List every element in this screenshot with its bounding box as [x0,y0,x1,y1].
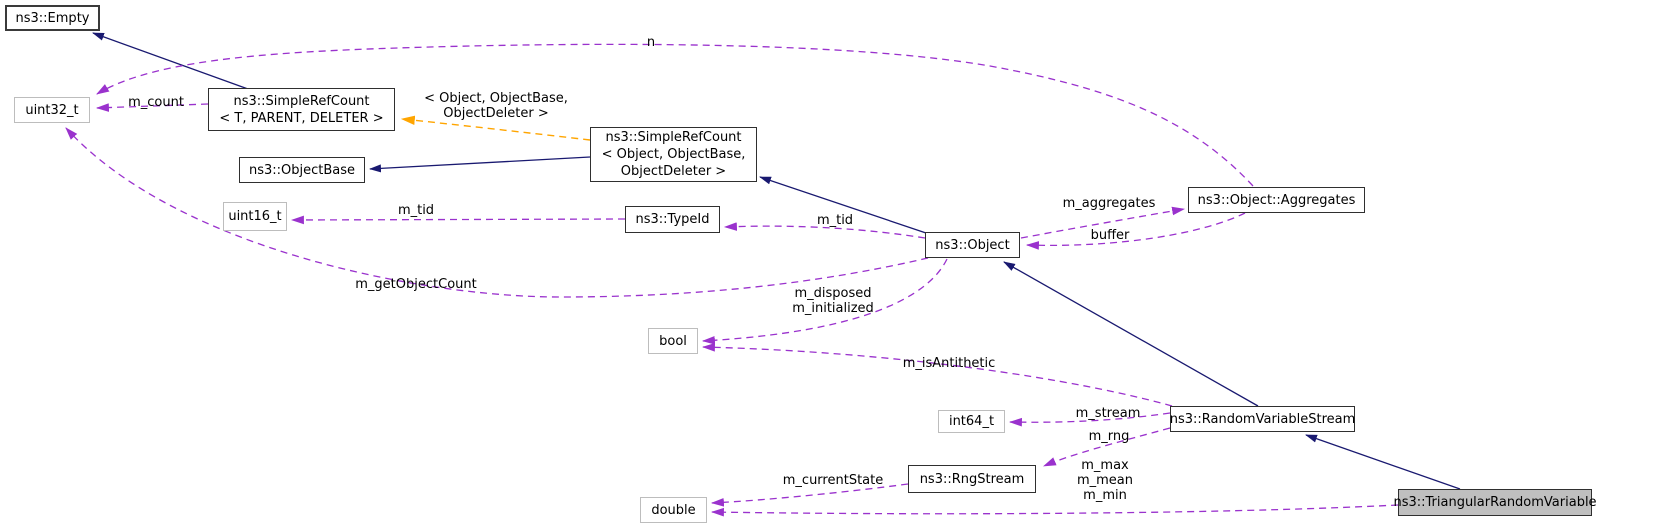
edge-label-m-tid-left: m_tid [397,203,435,218]
edge-member-buffer [1025,212,1246,250]
edge-member-m-rng [1043,427,1171,467]
node-bool: bool [648,328,698,354]
node-ns3-objectbase[interactable]: ns3::ObjectBase [239,157,365,183]
edge-label-m-currentstate: m_currentState [782,473,884,488]
edge-label-m-rng: m_rng [1088,429,1130,444]
node-int64-t: int64_t [938,410,1005,433]
edge-member-m-max-mean-min [710,504,1399,517]
edge-label-m-aggregates: m_aggregates [1062,196,1156,211]
edge-inherit-rvs-object [1003,261,1259,407]
node-ns3-typeid[interactable]: ns3::TypeId [625,206,720,233]
node-ns3-simplerefcount-object[interactable]: ns3::SimpleRefCount < Object, ObjectBase… [590,127,757,182]
node-ns3-randomvariablestream[interactable]: ns3::RandomVariableStream [1170,406,1355,432]
edge-member-m-tid-typeid-uint16 [290,215,626,225]
node-ns3-simplerefcount-template[interactable]: ns3::SimpleRefCount < T, PARENT, DELETER… [208,88,395,131]
node-ns3-triangularrandomvariable: ns3::TriangularRandomVariable [1393,489,1597,516]
edge-label-m-max-mean-min: m_max m_mean m_min [1076,458,1134,503]
edge-inherit-object-simplerefcountObj [759,176,927,234]
edge-label-m-count: m_count [128,95,184,110]
node-ns3-object-aggregates[interactable]: ns3::Object::Aggregates [1188,187,1365,213]
edge-label-m-tid-right: m_tid [816,213,854,228]
edge-inherit-simplerefcountObj-objectbase [369,156,591,173]
node-uint16-t: uint16_t [223,202,287,231]
node-uint32-t: uint32_t [14,97,90,123]
edge-label-m-stream: m_stream [1075,406,1141,421]
edge-template-simplerefcountObj-simplerefcountT [400,115,591,141]
edge-label-buffer: buffer [1090,228,1130,243]
edge-member-m-tid-object-typeid [723,222,926,239]
edge-member-m-stream [1008,412,1171,427]
edge-label-template-args: < Object, ObjectBase, ObjectDeleter > [424,91,568,121]
edge-label-n: n [646,35,656,50]
node-double: double [640,497,707,523]
edge-label-m-disposed-initialized: m_disposed m_initialized [792,286,874,316]
edge-inherit-simplerefcountT-empty [92,32,249,90]
edge-member-m-count [95,103,209,112]
node-ns3-object[interactable]: ns3::Object [925,232,1020,258]
node-ns3-rngstream[interactable]: ns3::RngStream [908,465,1036,493]
edge-label-m-isantithetic: m_isAntithetic [902,356,996,371]
edge-label-m-getobjectcount: m_getObjectCount [355,277,477,292]
edge-member-m-currentstate [710,483,909,507]
edge-inherit-triangular-rvs [1305,434,1461,490]
edge-member-m-aggregates [1020,206,1186,239]
edge-member-m-disposed-initialized [701,258,948,345]
node-ns3-empty[interactable]: ns3::Empty [5,5,100,31]
edge-member-m-getobjectcount [65,127,929,298]
